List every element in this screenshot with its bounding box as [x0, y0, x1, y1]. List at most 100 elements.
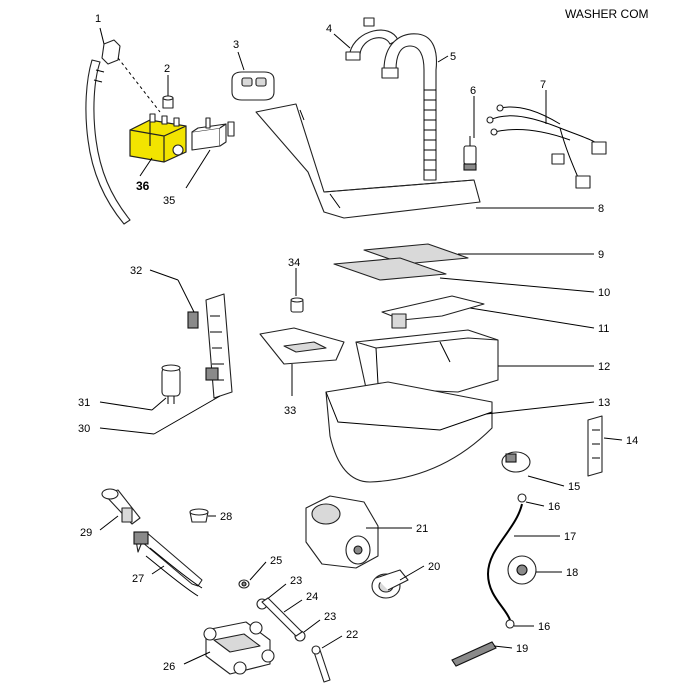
- callout-11: 11: [598, 323, 609, 335]
- callout-27: 27: [132, 573, 144, 585]
- part-18-ring[interactable]: [507, 555, 537, 585]
- callout-36: 36: [136, 179, 150, 193]
- callout-23b: 23: [324, 611, 336, 623]
- callout-28: 28: [220, 511, 232, 523]
- callout-8: 8: [598, 203, 604, 215]
- callout-10: 10: [598, 287, 610, 299]
- leader-32b: [177, 279, 195, 313]
- part-8-top-panel[interactable]: [255, 103, 481, 219]
- leader-24: [283, 599, 303, 613]
- callout-24: 24: [306, 591, 318, 603]
- part-35-valve-bracket[interactable]: [191, 117, 235, 151]
- part-15-pressure-switch[interactable]: [501, 451, 531, 473]
- part-10-filter-pad[interactable]: [333, 257, 447, 281]
- callout-3: 3: [233, 39, 239, 51]
- part-29-probe[interactable]: [101, 488, 141, 525]
- callout-13: 13: [598, 397, 610, 409]
- part-31-capacitor[interactable]: [161, 364, 181, 404]
- leader-25: [249, 561, 267, 581]
- part-36-inlet-valve-highlighted[interactable]: [129, 113, 187, 163]
- callout-16a: 16: [548, 501, 560, 513]
- part-17-pressure-tube[interactable]: [486, 503, 523, 621]
- callout-16b: 16: [538, 621, 550, 633]
- callout-9: 9: [598, 249, 604, 261]
- part-12-dispenser-housing[interactable]: [355, 329, 499, 393]
- callout-12: 12: [598, 361, 610, 373]
- callout-15: 15: [568, 481, 580, 493]
- part-7-wiring-harness[interactable]: [486, 104, 607, 189]
- leader-4: [333, 33, 351, 49]
- callout-34: 34: [288, 257, 300, 269]
- callout-32: 32: [130, 265, 142, 277]
- callout-18: 18: [566, 567, 578, 579]
- callout-22: 22: [346, 629, 358, 641]
- leader-19: [493, 645, 513, 649]
- part-13-dispenser-drawer[interactable]: [325, 381, 493, 483]
- part-5-drain-hose[interactable]: [381, 33, 438, 181]
- part-3-grommet[interactable]: [231, 71, 275, 101]
- leader-11: [469, 307, 595, 329]
- part-16-clamp-upper[interactable]: [517, 493, 527, 503]
- callout-33: 33: [284, 405, 296, 417]
- callout-19: 19: [516, 643, 528, 655]
- part-28-cap[interactable]: [189, 508, 209, 523]
- leader-23b: [303, 619, 321, 633]
- callout-5: 5: [450, 51, 456, 63]
- callout-29: 29: [80, 527, 92, 539]
- leader-10: [439, 277, 595, 293]
- leader-15: [527, 475, 565, 487]
- leader-29: [99, 515, 119, 531]
- part-33-detergent-cup[interactable]: [259, 327, 345, 365]
- callout-4: 4: [326, 23, 332, 35]
- part-16-clamp-lower[interactable]: [505, 619, 515, 629]
- callout-23a: 23: [290, 575, 302, 587]
- leader-32a: [149, 269, 179, 281]
- part-26-motor-mount[interactable]: [203, 621, 275, 675]
- part-25-nut[interactable]: [238, 579, 250, 589]
- callout-25: 25: [270, 555, 282, 567]
- part-11-dispenser-lid[interactable]: [381, 295, 485, 329]
- leader-20: [399, 565, 425, 581]
- part-20-pump-filter[interactable]: [371, 569, 409, 599]
- leader-27: [151, 565, 165, 575]
- leader-26: [183, 651, 211, 665]
- leader-30b: [153, 395, 221, 435]
- leader-3: [237, 51, 245, 71]
- leader-30a: [99, 427, 155, 435]
- leader-1: [99, 27, 105, 45]
- leader-22: [321, 635, 343, 649]
- leader-13: [485, 401, 595, 415]
- leader-23a: [265, 583, 287, 601]
- leader-35: [185, 149, 211, 189]
- part-30-control-board[interactable]: [205, 293, 233, 399]
- dashed-connection-1-36: [117, 57, 161, 113]
- part-34-siphon-cap[interactable]: [290, 297, 304, 313]
- callout-26: 26: [163, 661, 175, 673]
- callout-21: 21: [416, 523, 428, 535]
- callout-35: 35: [163, 195, 175, 207]
- callout-7: 7: [540, 79, 546, 91]
- leader-16a: [525, 501, 545, 507]
- callout-20: 20: [428, 561, 440, 573]
- part-24-shaft[interactable]: [261, 597, 303, 637]
- part-19-rod[interactable]: [451, 641, 497, 667]
- part-6-sensor[interactable]: [463, 136, 477, 171]
- part-1-inlet-hose[interactable]: [85, 39, 131, 225]
- part-22-pin[interactable]: [311, 645, 331, 683]
- leader-31a: [99, 401, 153, 411]
- part-14-bracket[interactable]: [587, 415, 603, 477]
- callout-17: 17: [564, 531, 576, 543]
- part-32-chip[interactable]: [187, 311, 199, 329]
- leader-5: [437, 55, 449, 63]
- leader-14: [603, 437, 623, 441]
- watermark-text: WASHER COM: [565, 7, 649, 21]
- part-27-heating-element[interactable]: [133, 531, 203, 597]
- callout-2: 2: [164, 63, 170, 75]
- part-21-drain-pump[interactable]: [305, 495, 379, 569]
- callout-14: 14: [626, 435, 638, 447]
- leader-36: [139, 157, 153, 177]
- part-2-cap[interactable]: [162, 95, 174, 109]
- callout-30: 30: [78, 423, 90, 435]
- leader-31b: [151, 397, 167, 411]
